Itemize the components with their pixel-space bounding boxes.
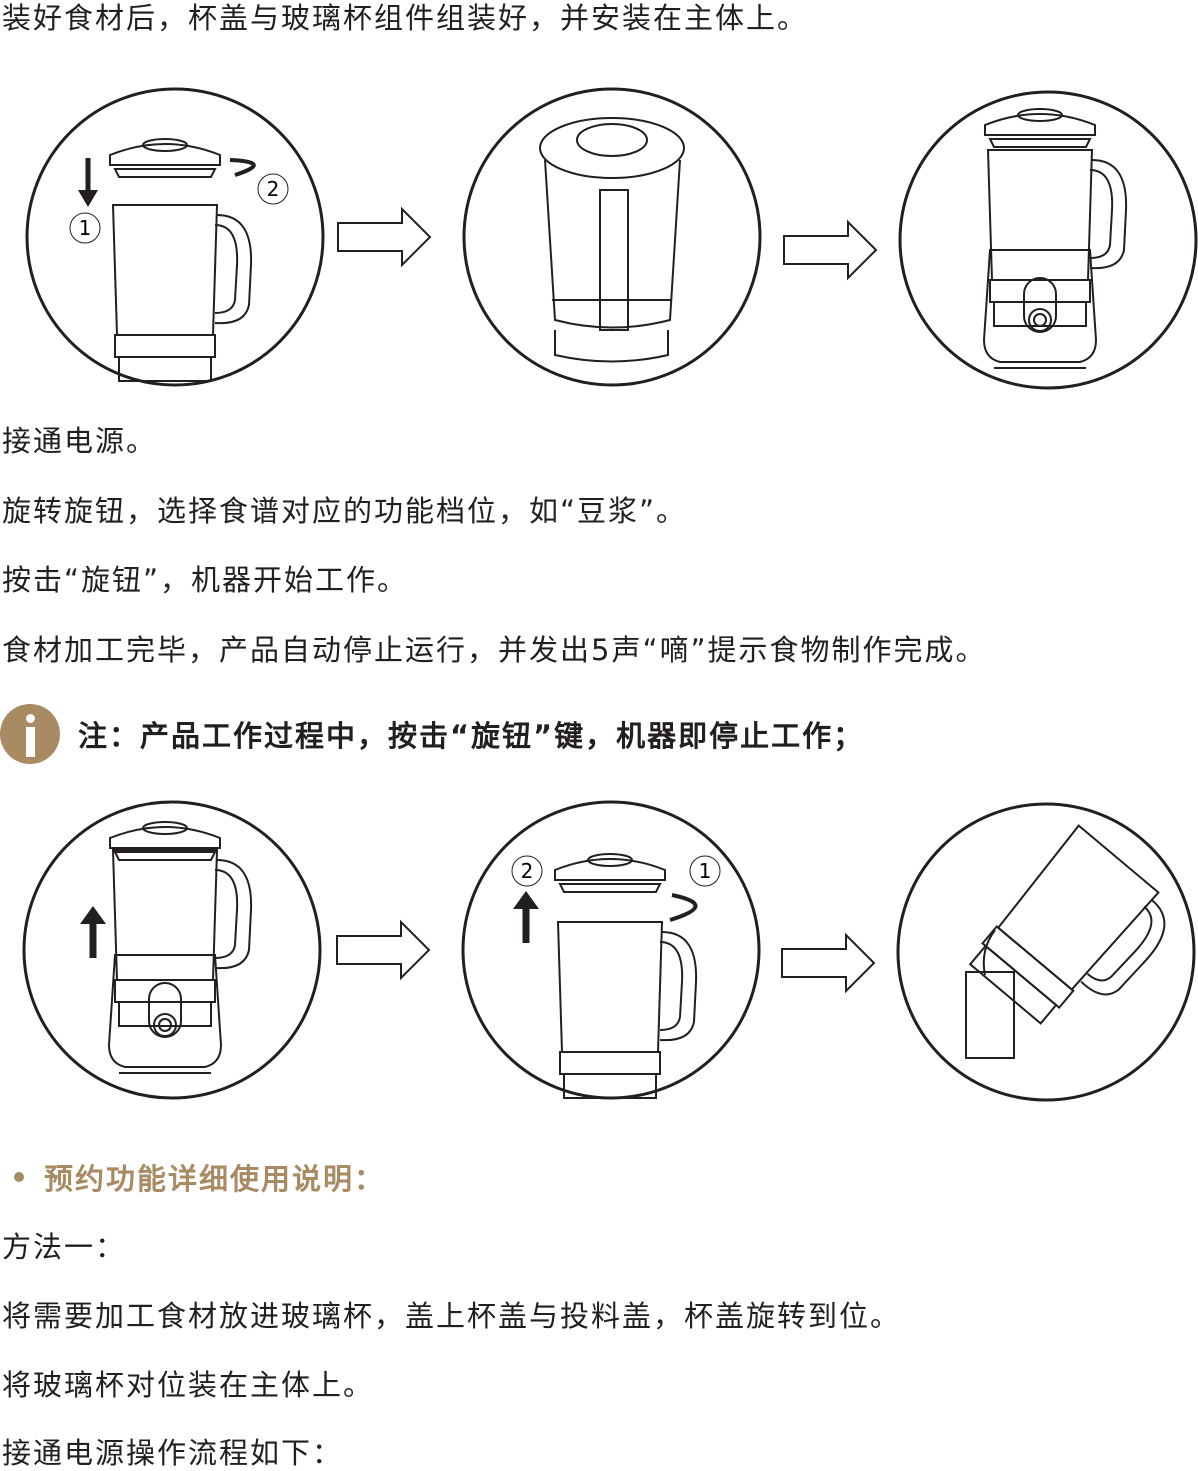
label-2b: 2 <box>521 859 534 883</box>
method-title: 方法一： <box>2 1230 127 1264</box>
note-text: 注：产品工作过程中，按击“旋钮”键，机器即停止工作； <box>78 719 865 753</box>
step-circle-1 <box>25 87 325 387</box>
intro-text: 装好食材后，杯盖与玻璃杯组件组装好，并安装在主体上。 <box>2 1 809 35</box>
note: 注：产品工作过程中，按击“旋钮”键，机器即停止工作； <box>0 704 864 764</box>
bullet-icon <box>14 1172 24 1182</box>
label-1b: 1 <box>699 859 712 883</box>
step-1: 接通电源。 <box>2 424 158 458</box>
step-circle-3 <box>898 90 1198 390</box>
section-heading: 预约功能详细使用说明： <box>14 1156 385 1198</box>
method-step-2: 将玻璃杯对位装在主体上。 <box>2 1368 375 1402</box>
assembly-illustrations: 1 2 <box>25 87 1198 390</box>
step-2: 旋转旋钮，选择食谱对应的功能档位，如“豆浆”。 <box>2 494 688 528</box>
step-circle-2 <box>462 87 762 387</box>
method-step-1: 将需要加工食材放进玻璃杯，盖上杯盖与投料盖，杯盖旋转到位。 <box>2 1299 902 1333</box>
info-icon <box>0 704 60 764</box>
step-4: 食材加工完毕，产品自动停止运行，并发出5声“嘀”提示食物制作完成。 <box>2 633 987 667</box>
label-1: 1 <box>79 216 92 240</box>
step-3: 按击“旋钮”，机器开始工作。 <box>2 563 409 597</box>
method-step-3: 接通电源操作流程如下： <box>2 1436 344 1470</box>
label-2: 2 <box>267 177 280 201</box>
removal-illustrations: 2 1 <box>22 800 1196 1102</box>
section-title: 预约功能详细使用说明： <box>44 1162 386 1196</box>
